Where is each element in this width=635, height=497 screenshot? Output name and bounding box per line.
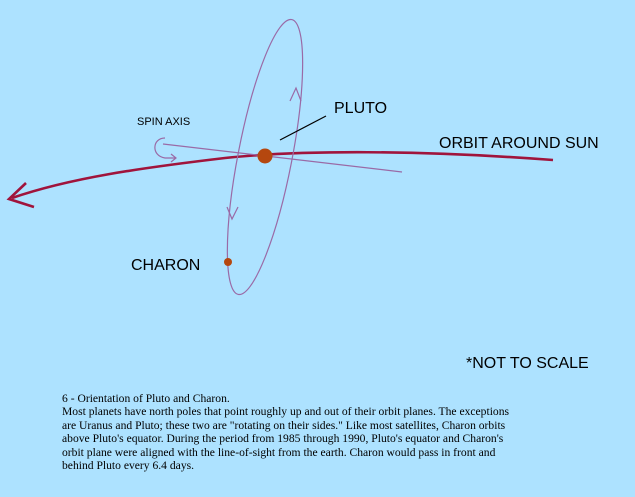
figure-caption: 6 - Orientation of Pluto and Charon. Mos… bbox=[62, 392, 602, 472]
orbit-label: ORBIT AROUND SUN bbox=[439, 135, 599, 152]
caption-line: orbit plane were aligned with the line-o… bbox=[62, 445, 496, 459]
caption-line: Most planets have north poles that point… bbox=[62, 405, 510, 419]
pluto-body bbox=[257, 148, 273, 164]
pluto-label: PLUTO bbox=[334, 100, 387, 117]
charon-orbit-arrow-up bbox=[289, 86, 302, 102]
sun-orbit-arrowhead bbox=[6, 182, 35, 209]
spin-axis-label: SPIN AXIS bbox=[137, 116, 190, 128]
pluto-charon-diagram: PLUTO CHARON SPIN AXIS ORBIT AROUND SUN … bbox=[6, 18, 599, 372]
charon-label: CHARON bbox=[131, 257, 200, 274]
charon-orbit-arrow-down bbox=[226, 206, 239, 221]
charon-body bbox=[224, 258, 232, 266]
caption-title: 6 - Orientation of Pluto and Charon. bbox=[62, 392, 230, 405]
spin-axis-rotation-arrow bbox=[154, 137, 175, 159]
caption-line: above Pluto's equator. During the period… bbox=[62, 432, 504, 446]
scale-note: *NOT TO SCALE bbox=[466, 355, 589, 372]
pluto-pointer-line bbox=[279, 115, 327, 141]
caption-line: behind Pluto every 6.4 days. bbox=[62, 459, 195, 473]
spin-axis-line bbox=[162, 143, 403, 173]
caption-line: are Uranus and Pluto; these two are "rot… bbox=[62, 418, 506, 432]
sun-orbit-line bbox=[11, 150, 554, 200]
charon-orbit-ellipse bbox=[226, 18, 304, 296]
